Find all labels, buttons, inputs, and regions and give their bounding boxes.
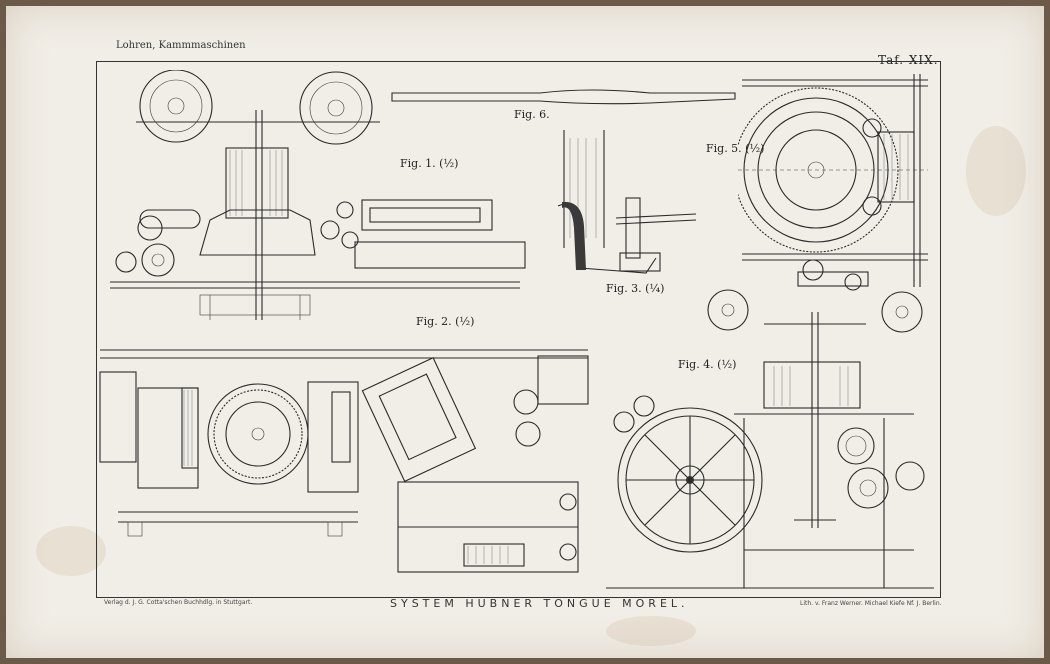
fig1-label: Fig. 1. (½) (400, 157, 459, 170)
fig4-drawing (606, 289, 934, 589)
fig3-label: Fig. 3. (¼) (606, 282, 665, 295)
fig2-drawing (99, 349, 589, 573)
publisher-imprint: Verlag d. J. G. Cotta'schen Buchhdlg. in… (104, 599, 253, 606)
plate-sheet (6, 6, 1044, 658)
fig4-label: Fig. 4. (½) (678, 358, 737, 371)
fig6-drawing (391, 89, 736, 105)
fig3-drawing (557, 130, 697, 274)
fig5-drawing (738, 74, 928, 291)
fig1-drawing (110, 70, 526, 320)
plate-header-left: Lohren, Kammmaschinen (116, 40, 246, 51)
fig5-label: Fig. 5. (½) (706, 142, 765, 155)
plate-number: Taf. XIX. (878, 53, 939, 67)
lithographer-imprint: Lith. v. Franz Werner. Michael Kiefe Nf.… (800, 600, 942, 607)
fig6-label: Fig. 6. (514, 108, 550, 121)
fig2-label: Fig. 2. (½) (416, 315, 475, 328)
plate-title: SYSTEM HÜBNER TONGUE MOREL. (390, 597, 689, 610)
plate-frame (96, 61, 941, 598)
